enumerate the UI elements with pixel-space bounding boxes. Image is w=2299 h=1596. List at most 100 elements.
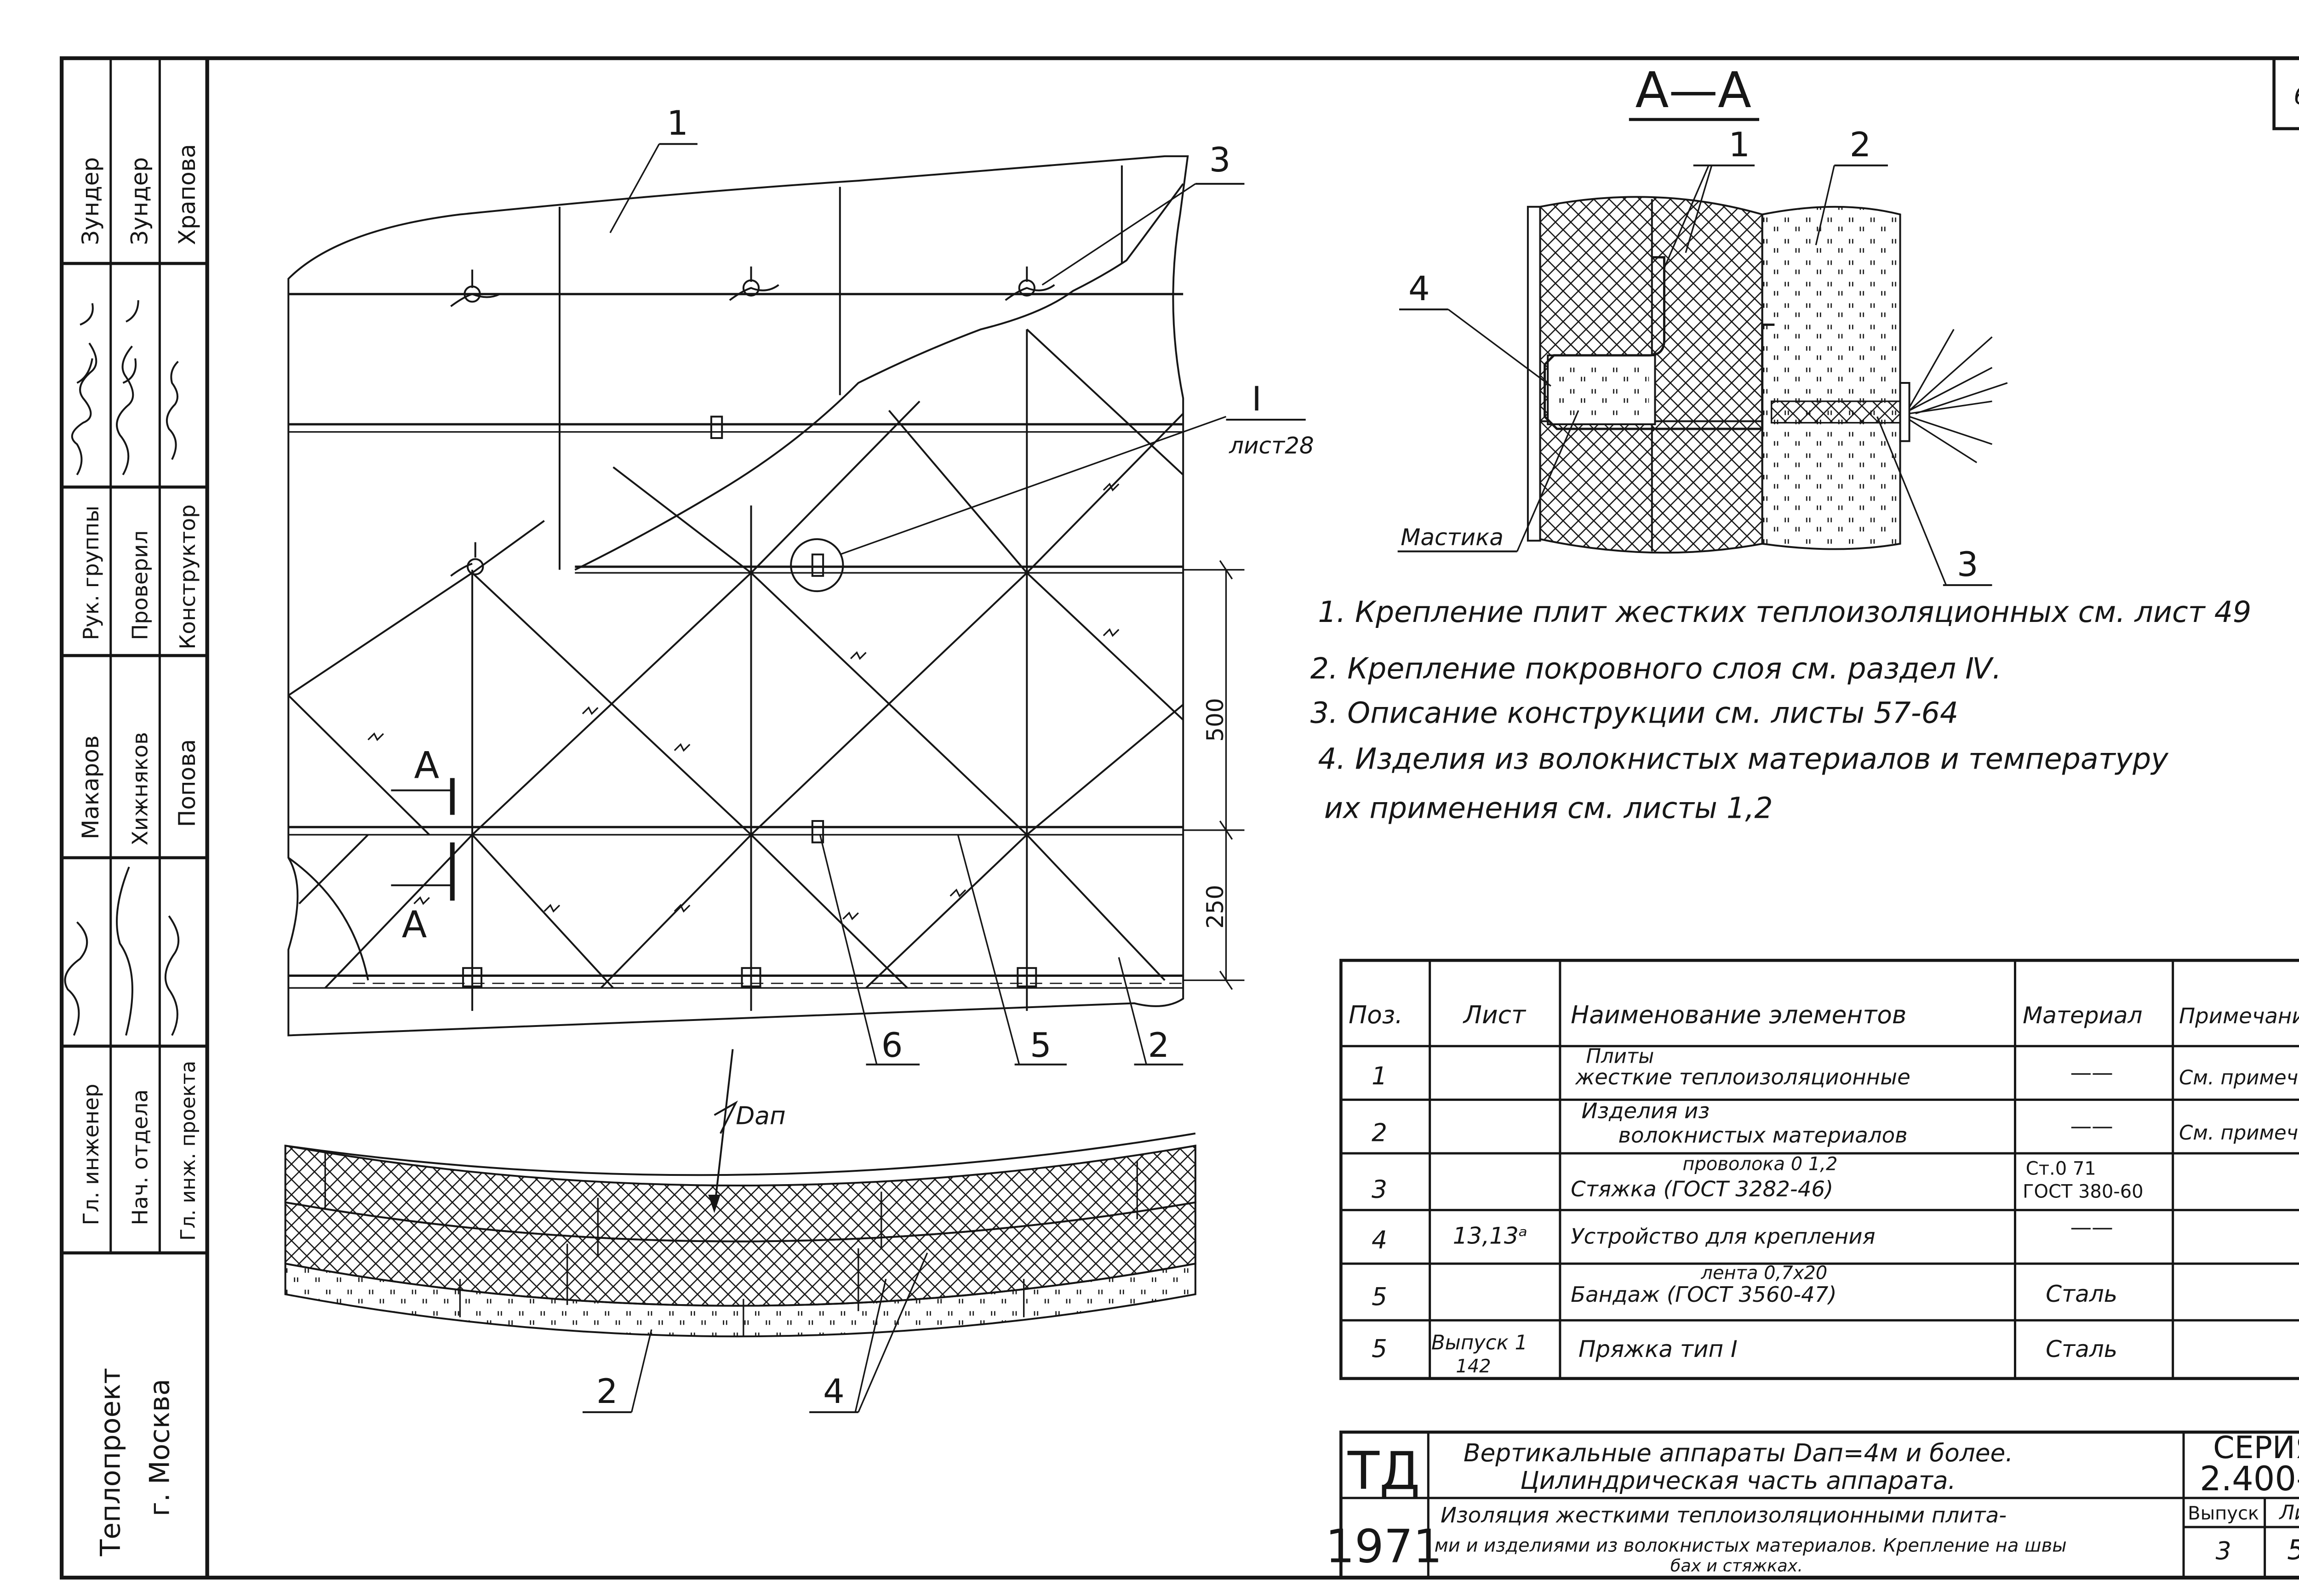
sheet-label: Лист bbox=[2278, 1501, 2299, 1524]
row3-pos: 3 bbox=[1372, 1175, 1387, 1204]
dim-250: 250 bbox=[1202, 885, 1229, 929]
row4-material: —— bbox=[2070, 1215, 2113, 1240]
row6-material: Сталь bbox=[2046, 1336, 2117, 1362]
row3-material-2: ГОСТ 380-60 bbox=[2023, 1181, 2143, 1203]
role-chief-engineer: Гл. инженер bbox=[79, 1084, 103, 1226]
row3-name-top: проволока 0 1,2 bbox=[1682, 1154, 1837, 1175]
role-checked: Проверил bbox=[128, 530, 153, 640]
section-mark-A-bottom: A bbox=[402, 903, 427, 946]
series-label: СЕРИЯ bbox=[2213, 1430, 2299, 1465]
section-title: А—А bbox=[1636, 62, 1752, 119]
sheet-frame bbox=[59, 56, 2299, 1580]
section-callout-1: 1 bbox=[1728, 125, 1750, 165]
detail-circle-I bbox=[790, 538, 844, 593]
sheet-number-box bbox=[2272, 57, 2299, 131]
issue-value: 3 bbox=[2216, 1537, 2231, 1565]
sheet-number: 61 bbox=[2293, 82, 2299, 110]
note-3: 3. Описание конструкции см. листы 57-64 bbox=[1310, 696, 1958, 730]
role-project-engineer: Гл. инж. проекта bbox=[177, 1061, 200, 1241]
subtitle-line-2: ми и изделиями из волокнистых материалов… bbox=[1435, 1535, 2067, 1556]
hdr-name: Наименование элементов bbox=[1571, 1001, 1906, 1029]
section-callout-4: 4 bbox=[1408, 269, 1430, 308]
torn-edge bbox=[574, 183, 1184, 571]
row1-name-top: Плиты bbox=[1586, 1045, 1654, 1068]
role-group-head: Рук. группы bbox=[79, 506, 103, 640]
role-designer: Конструктор bbox=[175, 504, 200, 650]
row3-name: Стяжка (ГОСТ 3282-46) bbox=[1571, 1176, 1833, 1201]
title-line-2: Цилиндрическая часть аппарата. bbox=[1520, 1466, 1956, 1495]
row1-name: жесткие теплоизоляционные bbox=[1575, 1065, 1910, 1089]
row1-note: См. примеч. 1 bbox=[2179, 1066, 2299, 1089]
subtitle-line-3: бах и стяжках. bbox=[1670, 1556, 1803, 1576]
row5-material: Сталь bbox=[2046, 1281, 2117, 1307]
note-4: 4. Изделия из волокнистых материалов и т… bbox=[1318, 742, 2169, 776]
sheet-value: 53 bbox=[2287, 1534, 2299, 1566]
arc-callout-2: 2 bbox=[596, 1372, 618, 1411]
section-a-a: А—А 1 2 4 3 Мас bbox=[1397, 62, 2008, 586]
td-mark: ТД bbox=[1347, 1441, 1420, 1501]
row2-name-top: Изделия из bbox=[1582, 1098, 1710, 1123]
dim-500: 500 bbox=[1202, 698, 1229, 741]
row3-material: Ст.0 71 bbox=[2026, 1158, 2096, 1180]
row2-material: —— bbox=[2070, 1114, 2113, 1139]
row6-pos: 5 bbox=[1372, 1334, 1387, 1363]
plan-callout-5: 5 bbox=[1030, 1026, 1052, 1065]
detail-I-label: I bbox=[1252, 380, 1262, 419]
left-stamp: Гл. инженер Нач. отдела Гл. инж. проекта… bbox=[62, 58, 207, 1557]
note-2: 2. Крепление покровного слоя см. раздел … bbox=[1310, 651, 2002, 685]
name-khrapova: Храпова bbox=[174, 144, 200, 245]
hdr-note: Примечание bbox=[2179, 1003, 2299, 1028]
issue-label: Выпуск bbox=[2188, 1503, 2259, 1524]
org-city: г. Москва bbox=[143, 1379, 176, 1516]
name-khizhnyakov: Хижняков bbox=[128, 732, 153, 845]
series-value: 2.400-4 bbox=[2200, 1459, 2299, 1499]
row5-pos: 5 bbox=[1372, 1282, 1387, 1311]
plan-callout-6: 6 bbox=[881, 1026, 903, 1065]
plan-callout-2: 2 bbox=[1148, 1026, 1170, 1065]
note-4-cont: их применения см. листы 1,2 bbox=[1324, 791, 1773, 825]
spec-table: Поз. Лист Наименование элементов Материа… bbox=[1339, 958, 2299, 1380]
org-name: Теплопроект bbox=[95, 1368, 127, 1557]
row1-pos: 1 bbox=[1372, 1062, 1387, 1090]
role-dept-head: Нач. отдела bbox=[128, 1089, 153, 1226]
hdr-sheet: Лист bbox=[1463, 1001, 1527, 1029]
section-mark-A-top: A bbox=[414, 744, 439, 787]
dap-label: Dап bbox=[736, 1102, 786, 1130]
plan-view: I лист28 A A 500 250 1 bbox=[287, 104, 1314, 1066]
section-callout-2: 2 bbox=[1850, 125, 1871, 165]
mastic-label: Мастика bbox=[1401, 524, 1504, 551]
hdr-pos: Поз. bbox=[1349, 1001, 1403, 1029]
name-zunder-1: Зундер bbox=[77, 157, 104, 245]
hdr-material: Материал bbox=[2023, 1002, 2142, 1029]
arc-section: Dап 2 4 bbox=[284, 1049, 1196, 1414]
row2-note: См. примеч. 4 bbox=[2179, 1122, 2299, 1145]
detail-I-sheet: лист28 bbox=[1229, 432, 1314, 459]
wire-ties bbox=[450, 266, 1055, 577]
row5-name: Бандаж (ГОСТ 3560-47) bbox=[1571, 1282, 1836, 1307]
row2-pos: 2 bbox=[1372, 1118, 1387, 1147]
row1-material: —— bbox=[2070, 1060, 2113, 1085]
row6-sheet-2: 142 bbox=[1456, 1356, 1491, 1377]
row5-name-top: лента 0,7х20 bbox=[1700, 1262, 1827, 1283]
title-block: ТД 1971 Вертикальные аппараты Dап=4м и б… bbox=[1325, 1430, 2299, 1579]
title-line-1: Вертикальные аппараты Dап=4м и более. bbox=[1464, 1439, 2013, 1467]
signatures bbox=[64, 300, 180, 1036]
dimension-line bbox=[1183, 560, 1245, 990]
row4-pos: 4 bbox=[1372, 1226, 1387, 1254]
plan-callout-3: 3 bbox=[1209, 141, 1231, 180]
row2-name: волокнистых материалов bbox=[1618, 1123, 1907, 1148]
notes: 1. Крепление плит жестких теплоизоляцион… bbox=[1310, 595, 2252, 825]
plan-callout-1: 1 bbox=[667, 104, 688, 143]
row6-sheet: Выпуск 1 bbox=[1431, 1332, 1527, 1355]
note-1: 1. Крепление плит жестких теплоизоляцион… bbox=[1318, 595, 2251, 629]
row4-sheet: 13,13ᵃ bbox=[1453, 1223, 1528, 1249]
name-zunder-2: Зундер bbox=[126, 157, 153, 245]
name-makarov: Макаров bbox=[77, 735, 104, 839]
name-popova: Попова bbox=[174, 739, 200, 827]
row6-name: Пряжка тип I bbox=[1578, 1336, 1738, 1362]
arc-callout-4: 4 bbox=[823, 1372, 845, 1411]
section-callout-3: 3 bbox=[1957, 545, 1979, 584]
year: 1971 bbox=[1325, 1520, 1442, 1573]
row4-name: Устройство для крепления bbox=[1571, 1224, 1875, 1249]
